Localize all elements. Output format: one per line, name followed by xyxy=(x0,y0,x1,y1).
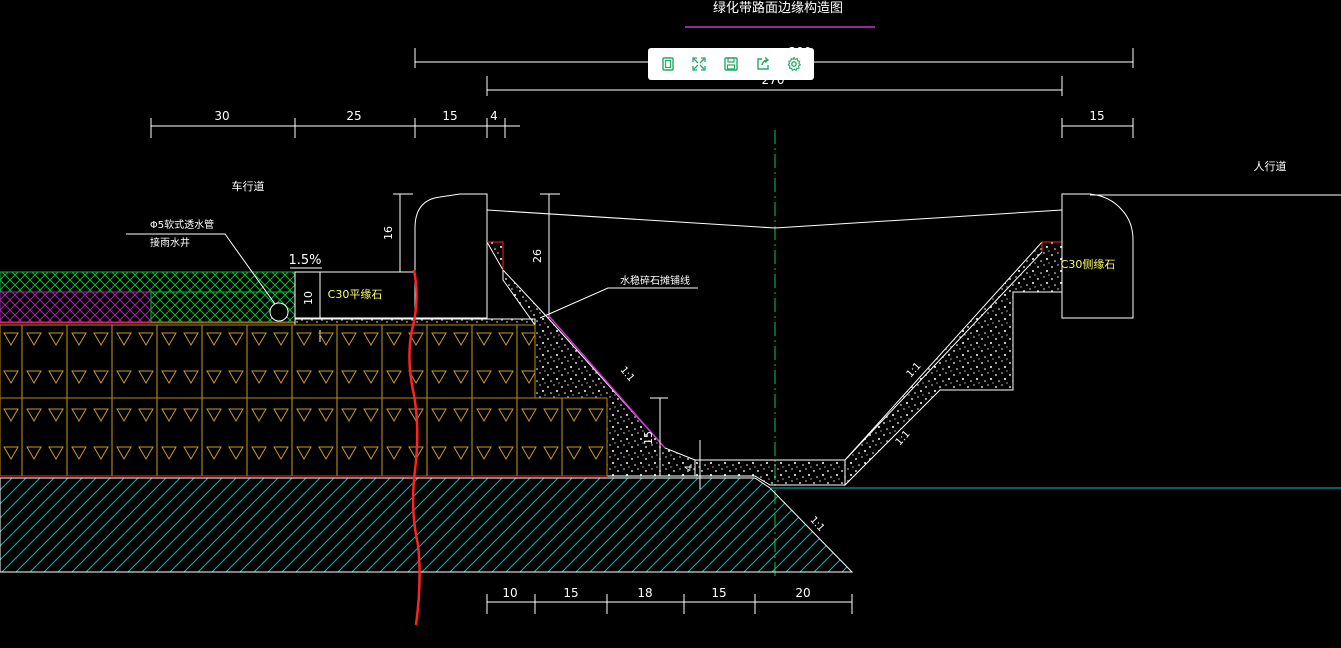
save-button[interactable] xyxy=(718,51,744,77)
soil-base-upper xyxy=(0,324,536,399)
label-gravel: 水稳碎石摊铺线 xyxy=(620,274,690,287)
dim-h16 xyxy=(393,193,413,273)
fit-button[interactable] xyxy=(655,51,681,77)
dim-bottom-1: 15 xyxy=(563,586,578,600)
greenbelt-top xyxy=(486,209,1063,229)
settings-button[interactable] xyxy=(781,51,807,77)
pipe-leader xyxy=(126,233,276,305)
label-sidewalk: 人行道 xyxy=(1254,159,1287,173)
soil-base-lower xyxy=(0,397,608,477)
drain-pipe xyxy=(269,302,289,322)
dim-top-1: 25 xyxy=(346,109,361,123)
dim-bottom-chain xyxy=(486,594,853,614)
left-red-edge xyxy=(487,241,504,270)
dim-top-chain xyxy=(150,118,520,138)
label-pipe-sub: 接雨水井 xyxy=(150,236,190,249)
viewer-toolbar xyxy=(648,48,814,80)
dim-h15 xyxy=(650,397,668,476)
dim-h26 xyxy=(540,193,560,318)
left-backfill xyxy=(486,241,696,477)
cut-line-red xyxy=(408,269,421,626)
right-backfill xyxy=(844,241,1063,487)
label-slope: 1.5% xyxy=(288,253,321,268)
right-red-edge xyxy=(1041,241,1062,252)
fullscreen-icon xyxy=(692,57,707,71)
label-slope-a: 1:1 xyxy=(618,365,637,384)
fullscreen-button[interactable] xyxy=(686,51,712,77)
left-slope-magenta xyxy=(547,314,666,449)
dim-h4-label: 4 xyxy=(684,465,695,471)
subgrade xyxy=(0,477,854,573)
road-surface-layer xyxy=(0,271,296,293)
dim-top-0: 30 xyxy=(214,109,229,123)
dim-bottom-2: 18 xyxy=(637,586,652,600)
dim-top-2: 15 xyxy=(442,109,457,123)
dim-inner xyxy=(486,76,1063,96)
dim-bottom-4: 20 xyxy=(795,586,810,600)
dim-h15-label: 15 xyxy=(642,431,655,445)
dim-h26-label: 26 xyxy=(531,249,544,263)
dim-top-3: 4 xyxy=(490,109,498,123)
side-curb-right xyxy=(1061,193,1134,319)
label-flat-curb: C30平缘石 xyxy=(328,288,383,301)
gravel-leader xyxy=(539,287,698,319)
dim-right-top-label: 15 xyxy=(1089,109,1104,123)
dim-right-top xyxy=(1061,118,1134,138)
right-inner-slope xyxy=(844,251,1043,461)
dim-bottom-0: 10 xyxy=(502,586,517,600)
label-pipe: Φ5软式透水管 xyxy=(150,218,214,231)
side-curb-left xyxy=(414,193,488,319)
label-side-curb: C30侧缘石 xyxy=(1061,258,1116,271)
label-lane: 车行道 xyxy=(232,179,265,193)
drawing-title: 绿化带路面边缘构造图 xyxy=(713,0,843,16)
share-button[interactable] xyxy=(750,51,776,77)
dim-h16-label: 16 xyxy=(382,226,395,240)
save-icon xyxy=(724,57,738,71)
dim-h10-label: 10 xyxy=(302,291,315,305)
share-icon xyxy=(756,56,769,70)
settings-icon xyxy=(787,56,802,72)
dim-bottom-3: 15 xyxy=(711,586,726,600)
road-base-magenta xyxy=(0,291,152,323)
fit-icon xyxy=(662,57,674,71)
